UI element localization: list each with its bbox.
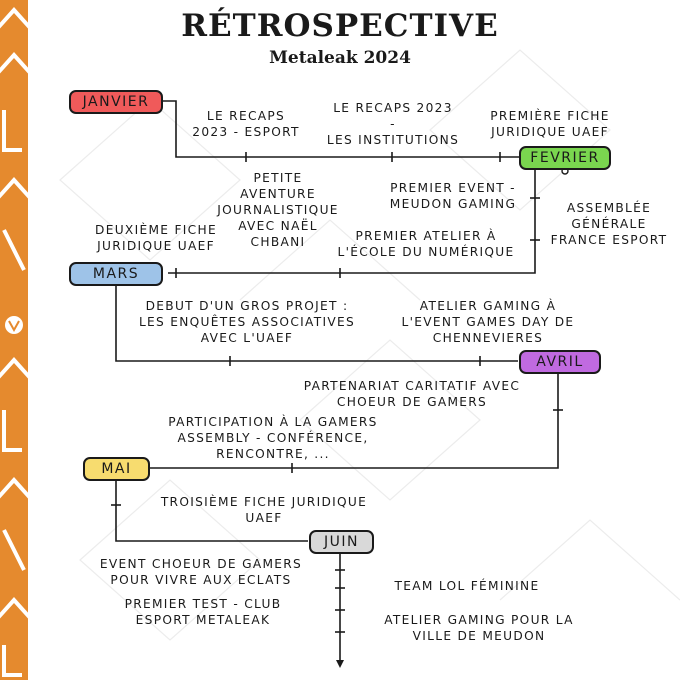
event-enquetes-associatives: Debut d'un gros projet : les enquêtes as… <box>138 299 356 345</box>
event-choeur-gamers: Event Choeur de Gamers pour vivre aux ec… <box>99 557 303 587</box>
logo-v-icon <box>8 320 20 333</box>
event-gamers-assembly: Participation à la Gamers Assembly - Con… <box>168 415 378 461</box>
logo-circle-icon <box>5 316 23 334</box>
page-title: RÉTROSPECTIVE <box>181 8 499 44</box>
month-mai: MAI <box>83 457 150 481</box>
event-club-esport: Premier test - club esport Metaleak <box>124 597 282 627</box>
event-assemblee-generale: Assemblée Générale France Esport <box>550 201 668 247</box>
page-subtitle: Metaleak 2024 <box>269 48 411 68</box>
connector-mai-juin <box>115 480 308 542</box>
month-juin: JUIN <box>309 530 374 554</box>
event-recaps-institutions: Le recaps 2023 - les institutions <box>326 101 460 147</box>
timeline-end-arrow <box>336 660 344 668</box>
connector-avril-mai <box>148 372 559 469</box>
month-fevrier: FEVRIER <box>519 146 611 170</box>
event-deuxieme-fiche: Deuxième fiche juridique UAEF <box>95 223 217 253</box>
event-atelier-meudon: Atelier gaming pour la ville de Meudon <box>384 613 574 643</box>
month-avril: AVRIL <box>519 350 601 374</box>
brand-side-stripe <box>0 0 28 680</box>
month-janvier: JANVIER <box>69 90 163 114</box>
event-meudon-gaming: Premier event - Meudon Gaming <box>389 181 517 211</box>
event-games-day: Atelier gaming à l'event Games Day de Ch… <box>401 299 575 345</box>
brand-stripe-pattern <box>0 7 28 677</box>
event-troisieme-fiche: Troisième fiche juridique UAEF <box>160 495 368 525</box>
connector-mars-avril <box>115 285 518 362</box>
event-team-lol: Team LoL Féminine <box>394 579 540 593</box>
month-mars: MARS <box>69 262 163 286</box>
event-aventure-journalistique: Petite aventure journalistique avec Naël… <box>217 171 339 249</box>
connector-janvier-fevrier <box>160 100 520 158</box>
event-premiere-fiche: Première fiche juridique UAEF <box>490 109 610 139</box>
event-partenariat-caritatif: Partenariat caritatif avec Choeur de Gam… <box>303 379 521 409</box>
event-recaps-esport: Le recaps 2023 - esport <box>192 109 300 139</box>
event-atelier-numerique: Premier atelier à l'école du numérique <box>337 229 515 259</box>
